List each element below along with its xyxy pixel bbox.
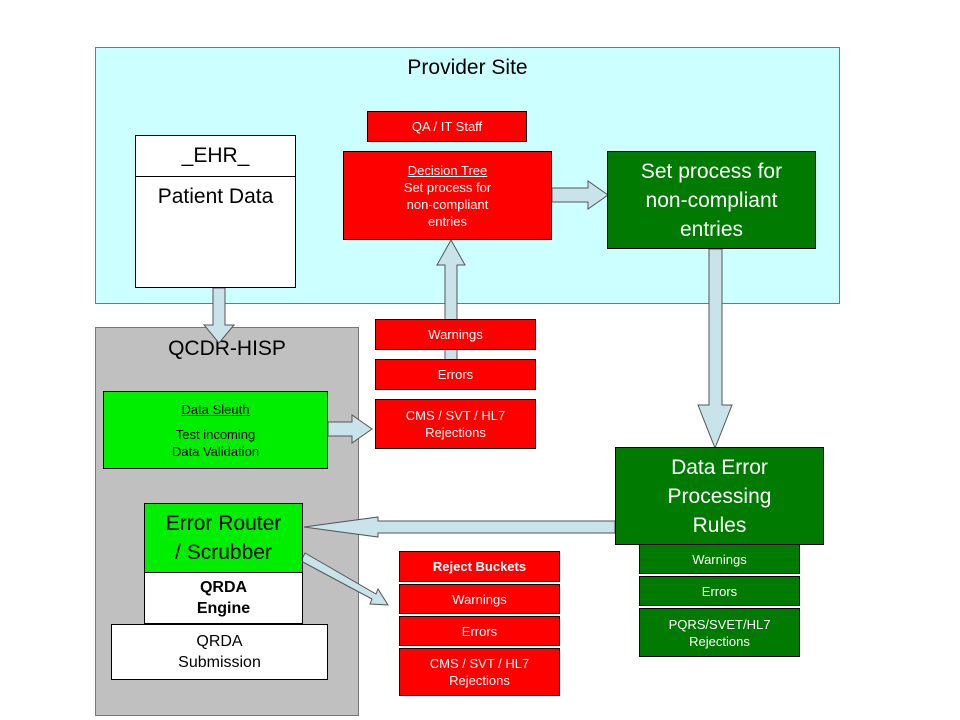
decision-tree-line1: Set process for [403, 179, 492, 195]
provider-site-title: Provider Site [407, 56, 528, 79]
error-router-line1: Error Router [165, 512, 282, 535]
decision-tree-title: Decision Tree [407, 162, 488, 178]
data-sleuth-line1: Test incoming [175, 426, 256, 442]
qrda-engine-box: QRDA Engine [144, 572, 303, 624]
middle-rejections-box: CMS / SVT / HL7 Rejections [375, 399, 536, 449]
set-process-line1: Set process for [640, 159, 783, 183]
decision-tree-line3: entries [427, 213, 468, 229]
data-sleuth-box: Data Sleuth Test incoming Data Validatio… [103, 391, 328, 469]
decision-tree-box: Decision Tree Set process for non-compli… [343, 151, 552, 240]
reject-buckets-title-box: Reject Buckets [399, 551, 560, 582]
middle-rejections-line1: CMS / SVT / HL7 [405, 408, 506, 423]
reject-buckets-title: Reject Buckets [432, 559, 527, 574]
data-sleuth-line2: Data Validation [171, 443, 260, 459]
ehr-box: _EHR_ Patient Data [135, 135, 296, 288]
reject-buckets-warnings: Warnings [452, 591, 507, 607]
rules-warnings: Warnings [692, 551, 747, 567]
qrda-submission-line1: QRDA [196, 633, 243, 650]
middle-warnings-box: Warnings [375, 319, 536, 350]
rules-rejections-box: PQRS/SVET/HL7 Rejections [639, 608, 800, 657]
reject-buckets-rejections-line2: Rejections [449, 673, 510, 688]
qrda-engine-line1: QRDA [199, 579, 248, 596]
qrda-submission-line2: Submission [178, 654, 261, 671]
rules-rejections-line1: PQRS/SVET/HL7 [668, 616, 771, 632]
qa-it-staff-box: QA / IT Staff [367, 111, 527, 142]
set-process-box: Set process for non-compliant entries [607, 151, 816, 249]
middle-warnings-label: Warnings [428, 327, 483, 342]
reject-buckets-errors: Errors [461, 623, 498, 639]
error-router-box: Error Router / Scrubber [144, 503, 303, 573]
qrda-engine-line2: Engine [196, 600, 251, 617]
ehr-header: _EHR_ [136, 136, 295, 177]
middle-errors-label: Errors [437, 367, 474, 382]
decision-tree-line2: non-compliant [406, 196, 489, 212]
qrda-submission-box: QRDA Submission [111, 624, 328, 680]
ehr-patient-data: Patient Data [157, 185, 274, 208]
reject-buckets-warnings-box: Warnings [399, 584, 560, 614]
error-router-line2: / Scrubber [175, 541, 272, 564]
rules-errors-box: Errors [639, 576, 800, 606]
processing-rules-line2: Processing [667, 484, 772, 508]
processing-rules-line3: Rules [692, 513, 747, 537]
rules-rejections-line2: Rejections [689, 633, 750, 649]
middle-rejections-line2: Rejections [425, 425, 486, 440]
processing-rules-line1: Data Error [671, 455, 768, 479]
rules-warnings-box: Warnings [639, 544, 800, 574]
reject-buckets-rejections-line1: CMS / SVT / HL7 [429, 656, 530, 671]
rules-errors: Errors [701, 583, 738, 599]
data-sleuth-title: Data Sleuth [181, 401, 250, 417]
middle-errors-box: Errors [375, 359, 536, 390]
reject-buckets-errors-box: Errors [399, 616, 560, 646]
hisp-title: QCDR-HISP [168, 337, 286, 360]
processing-rules-box: Data Error Processing Rules [615, 447, 824, 545]
reject-buckets-rejections-box: CMS / SVT / HL7 Rejections [399, 648, 560, 696]
set-process-line2: non-compliant [645, 188, 778, 212]
qa-it-staff-label: QA / IT Staff [411, 119, 483, 134]
set-process-line3: entries [679, 217, 744, 241]
